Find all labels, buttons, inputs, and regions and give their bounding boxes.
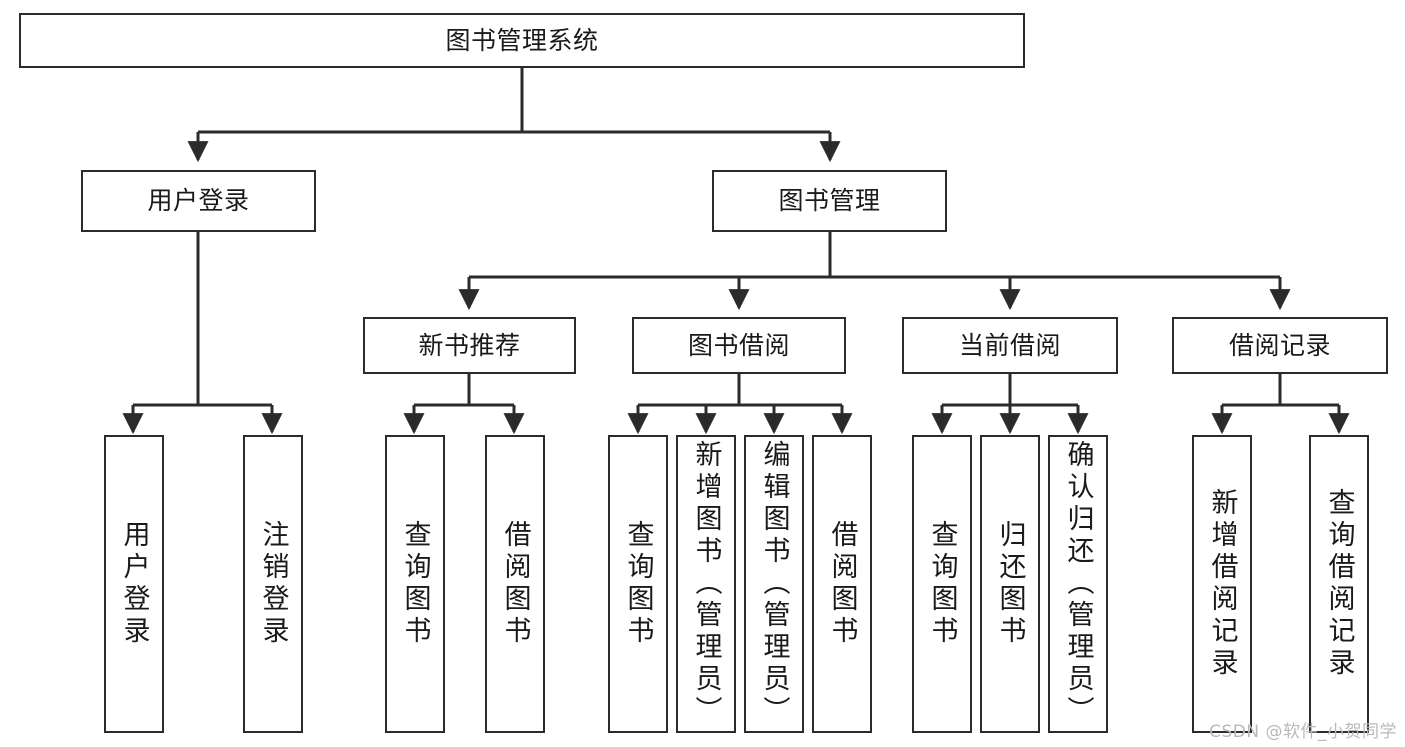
node-new-book-recommend[interactable]: 新书推荐 — [363, 317, 576, 374]
leaf-book-borrow-query[interactable]: 查询图书 — [608, 435, 668, 733]
node-label: 图书管理 — [778, 186, 881, 216]
node-label: 图书借阅 — [687, 330, 790, 360]
leaf-current-borrow-confirm-return[interactable]: 确认归还（管理员） — [1048, 435, 1108, 733]
leaf-borrow-record-add[interactable]: 新增借阅记录 — [1192, 435, 1252, 733]
node-label: 查询借阅记录 — [1323, 488, 1355, 680]
node-label: 查询图书 — [622, 520, 654, 648]
node-label: 借阅图书 — [826, 520, 858, 648]
node-label: 新书推荐 — [418, 330, 521, 360]
leaf-new-book-borrow[interactable]: 借阅图书 — [485, 435, 545, 733]
node-label: 新增借阅记录 — [1206, 488, 1238, 680]
node-current-borrow[interactable]: 当前借阅 — [902, 317, 1118, 374]
leaf-book-borrow-add[interactable]: 新增图书（管理员） — [676, 435, 736, 733]
node-borrow-record[interactable]: 借阅记录 — [1172, 317, 1388, 374]
node-label: 图书管理系统 — [445, 25, 599, 55]
node-user-login[interactable]: 用户登录 — [81, 170, 316, 232]
node-label: 查询图书 — [926, 520, 958, 648]
node-label: 借阅记录 — [1228, 330, 1331, 360]
leaf-current-borrow-query[interactable]: 查询图书 — [912, 435, 972, 733]
leaf-current-borrow-return[interactable]: 归还图书 — [980, 435, 1040, 733]
node-label: 确认归还（管理员） — [1062, 440, 1094, 728]
leaf-user-login-login[interactable]: 用户登录 — [104, 435, 164, 733]
leaf-user-login-logout[interactable]: 注销登录 — [243, 435, 303, 733]
node-book-management[interactable]: 图书管理 — [712, 170, 947, 232]
node-label: 编辑图书（管理员） — [758, 440, 790, 728]
node-label: 借阅图书 — [499, 520, 531, 648]
leaf-borrow-record-query[interactable]: 查询借阅记录 — [1309, 435, 1369, 733]
node-label: 当前借阅 — [958, 330, 1061, 360]
node-label: 注销登录 — [257, 520, 289, 648]
node-label: 新增图书（管理员） — [690, 440, 722, 728]
node-root-book-management-system[interactable]: 图书管理系统 — [19, 13, 1025, 68]
node-label: 查询图书 — [399, 520, 431, 648]
node-label: 归还图书 — [994, 520, 1026, 648]
leaf-book-borrow-borrow[interactable]: 借阅图书 — [812, 435, 872, 733]
leaf-new-book-query[interactable]: 查询图书 — [385, 435, 445, 733]
node-label: 用户登录 — [147, 186, 250, 216]
node-book-borrow[interactable]: 图书借阅 — [632, 317, 846, 374]
leaf-book-borrow-edit[interactable]: 编辑图书（管理员） — [744, 435, 804, 733]
node-label: 用户登录 — [118, 520, 150, 648]
